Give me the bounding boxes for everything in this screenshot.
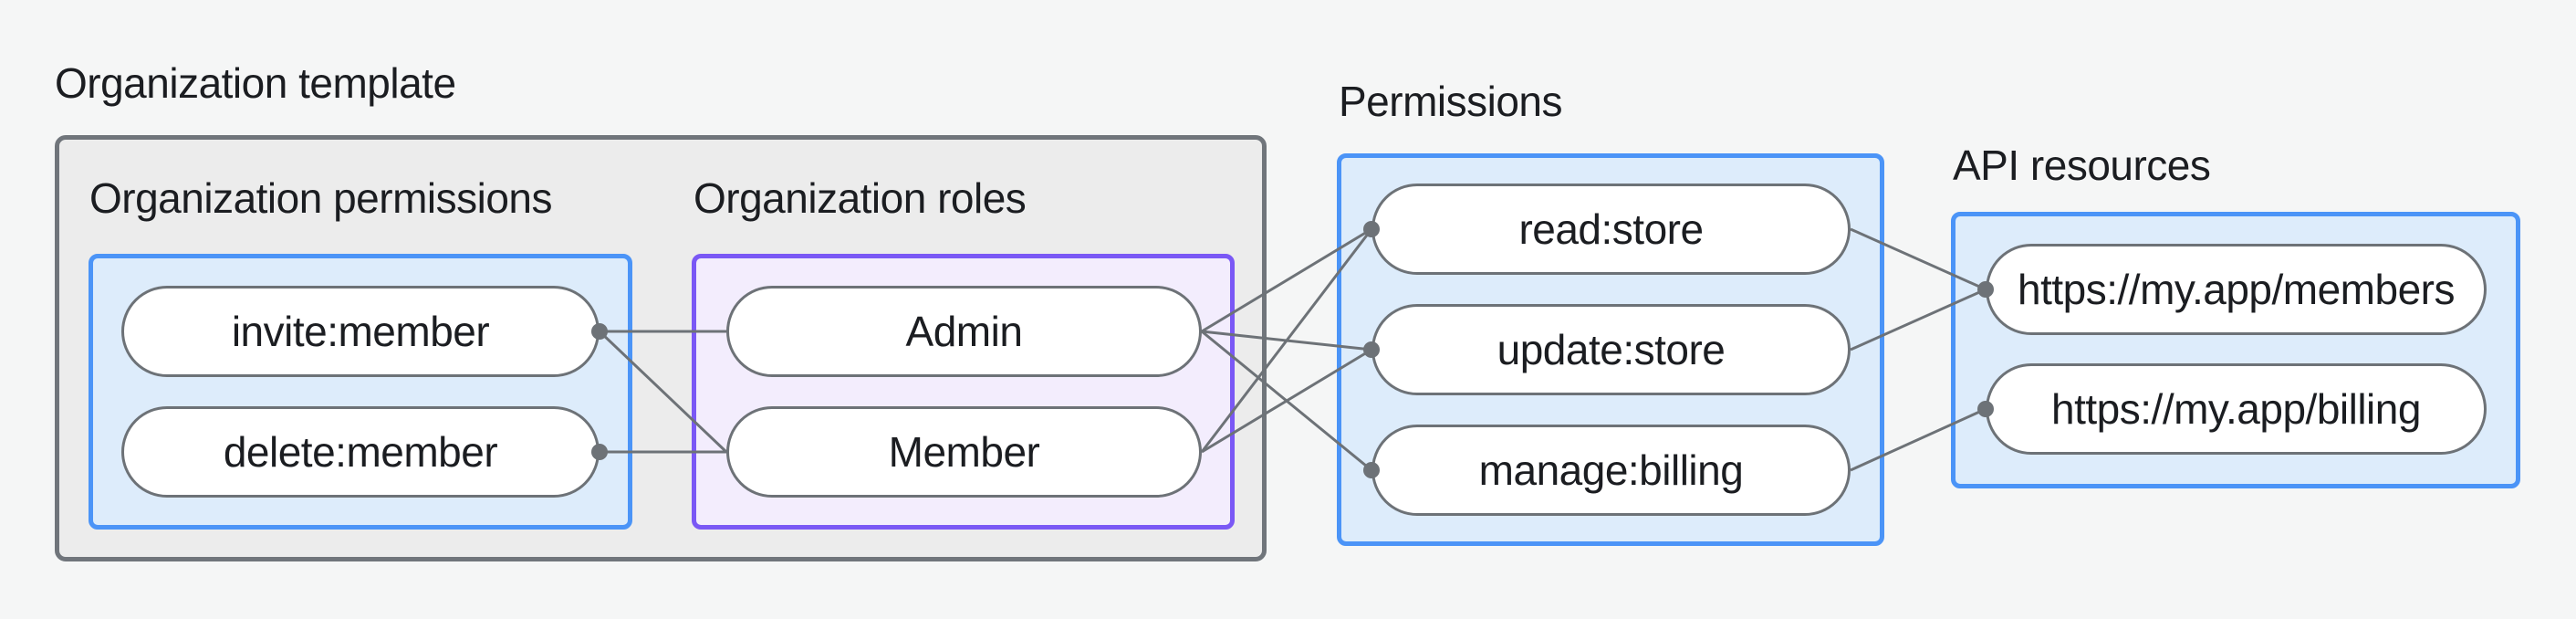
node-read-store: read:store (1371, 184, 1851, 275)
node-admin: Admin (726, 286, 1202, 377)
node-member: Member (726, 406, 1202, 498)
node-billing-url: https://my.app/billing (1986, 363, 2487, 455)
org-permissions-label: Organization permissions (89, 174, 553, 222)
node-delete-member: delete:member (121, 406, 600, 498)
permissions-label: Permissions (1339, 78, 1563, 125)
org-roles-label: Organization roles (694, 174, 1027, 222)
node-invite-member: invite:member (121, 286, 600, 377)
node-members-url: https://my.app/members (1986, 244, 2487, 335)
org-template-label: Organization template (55, 59, 456, 107)
api-resources-label: API resources (1953, 142, 2211, 189)
node-update-store: update:store (1371, 304, 1851, 395)
node-manage-billing: manage:billing (1371, 425, 1851, 516)
